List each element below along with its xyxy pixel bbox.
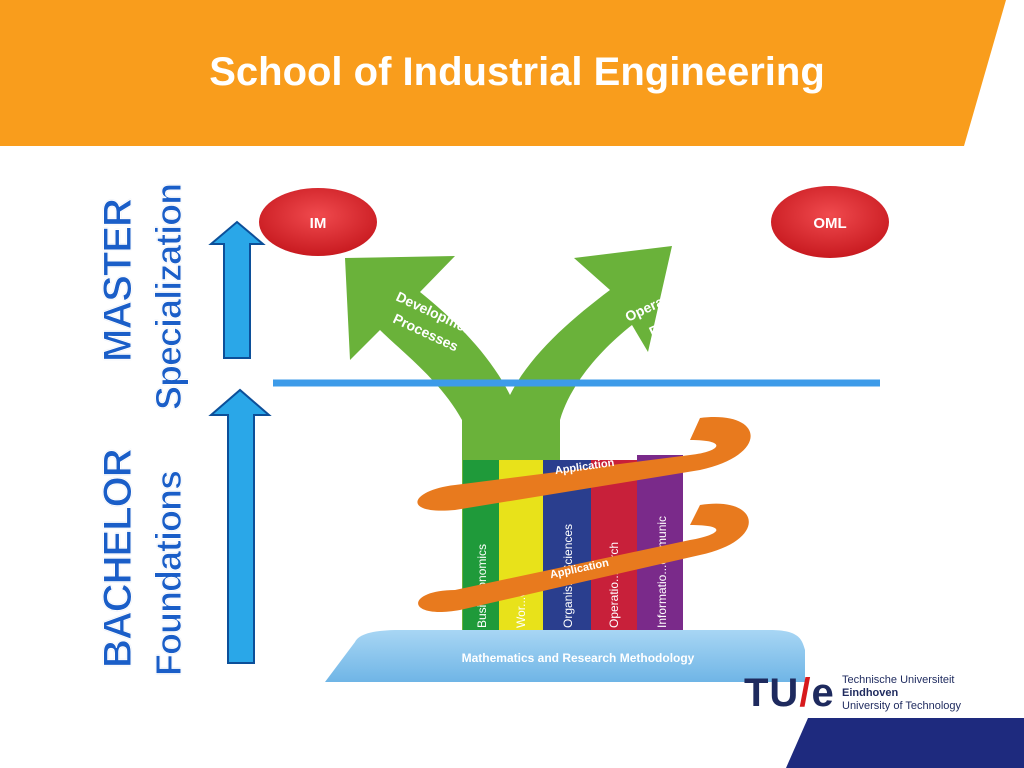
specialization-label: Specialization xyxy=(148,183,190,410)
logo-line-2: Eindhoven xyxy=(842,687,899,699)
logo-line-1: Technische Universiteit xyxy=(842,674,955,686)
svg-text:OML: OML xyxy=(813,215,846,232)
logo-line-3: University of Technology xyxy=(842,700,962,712)
foundations-label: Foundations xyxy=(148,471,190,677)
master-up-arrow xyxy=(208,220,266,359)
bachelor-label: BACHELOR xyxy=(96,449,141,669)
im-node: IM xyxy=(259,188,377,256)
master-label: MASTER xyxy=(96,199,141,363)
tue-logo-mark: TU/e xyxy=(744,671,835,715)
tue-logo-text: Technische Universiteit Eindhoven Univer… xyxy=(842,674,961,713)
pillar-operations xyxy=(591,460,637,635)
green-branch-arrow xyxy=(345,246,672,640)
header-band xyxy=(0,0,1006,146)
pillar-label-4: Informatio...ommunic xyxy=(655,516,669,628)
bachelor-up-arrow xyxy=(208,388,272,664)
base-platform: Mathematics and Research Methodology xyxy=(325,630,805,682)
pillar-label-3: Operatio...earch xyxy=(607,542,621,628)
svg-text:Mathematics and Research Metho: Mathematics and Research Methodology xyxy=(462,651,695,665)
oml-node: OML xyxy=(771,186,889,258)
page-title: School of Industrial Engineering xyxy=(209,50,825,94)
corner-accent xyxy=(786,718,1024,768)
svg-text:IM: IM xyxy=(310,215,327,232)
